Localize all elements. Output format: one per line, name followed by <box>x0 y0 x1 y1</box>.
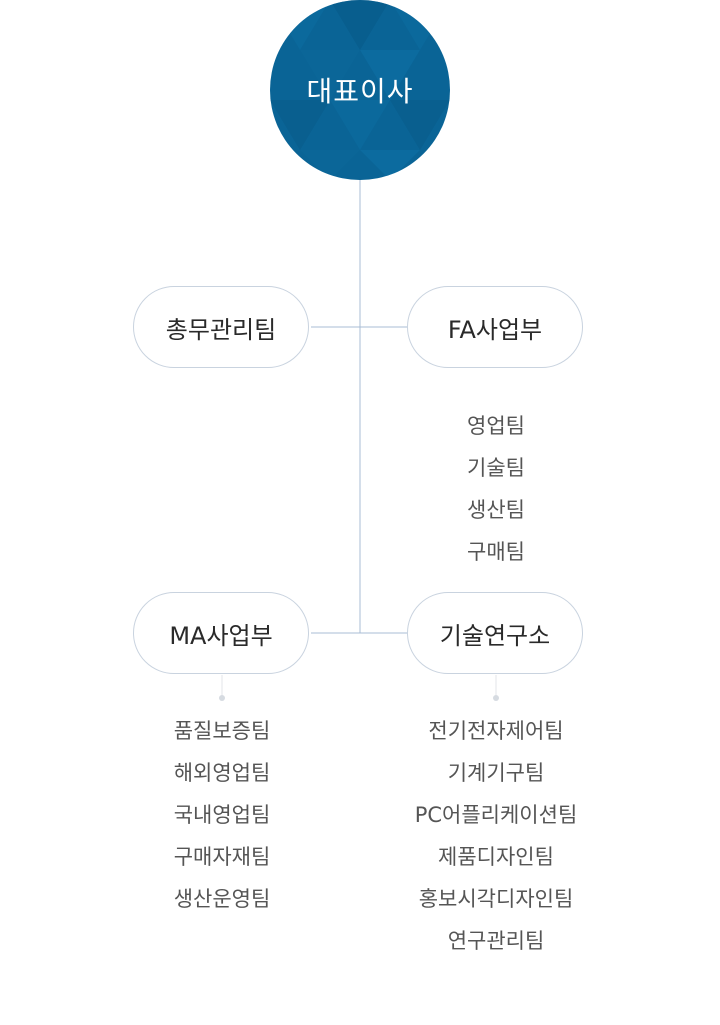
ceo-node: 대표이사 <box>270 0 450 180</box>
lab-team-dot <box>493 695 499 701</box>
ma-team-dot <box>219 695 225 701</box>
ma-team-list: 품질보증팀 해외영업팀 국내영업팀 구매자재팀 생산운영팀 <box>122 710 322 920</box>
fa-team-list: 영업팀 기술팀 생산팀 구매팀 <box>406 405 586 573</box>
team-item: 영업팀 <box>467 414 525 438</box>
dept-node-research-lab: 기술연구소 <box>407 592 583 674</box>
team-item: 연구관리팀 <box>447 929 545 953</box>
team-item: 구매자재팀 <box>173 845 271 869</box>
dept-node-ma-division: MA사업부 <box>133 592 309 674</box>
team-item: 기계기구팀 <box>447 761 545 785</box>
dept-label-research-lab: 기술연구소 <box>439 621 551 650</box>
dept-label-ma-division: MA사업부 <box>169 621 273 650</box>
team-item: 생산운영팀 <box>173 887 271 911</box>
team-item: 기술팀 <box>467 456 525 480</box>
team-item: 국내영업팀 <box>173 803 271 827</box>
team-item: 생산팀 <box>467 498 525 522</box>
team-item: PC어플리케이션팀 <box>414 803 578 827</box>
dept-label-fa-division: FA사업부 <box>447 315 543 344</box>
ceo-background-pattern <box>270 0 450 180</box>
team-item: 구매팀 <box>467 540 525 564</box>
dept-node-fa-division: FA사업부 <box>407 286 583 368</box>
team-item: 제품디자인팀 <box>438 845 554 869</box>
ceo-label: 대표이사 <box>306 75 414 108</box>
team-item: 해외영업팀 <box>173 761 271 785</box>
dept-node-general-affairs: 총무관리팀 <box>133 286 309 368</box>
dept-label-general-affairs: 총무관리팀 <box>165 315 277 344</box>
research-team-list: 전기전자제어팀 기계기구팀 PC어플리케이션팀 제품디자인팀 홍보시각디자인팀 … <box>386 710 606 962</box>
team-item: 품질보증팀 <box>173 719 271 743</box>
team-item: 홍보시각디자인팀 <box>418 887 574 911</box>
team-item: 전기전자제어팀 <box>428 719 564 743</box>
